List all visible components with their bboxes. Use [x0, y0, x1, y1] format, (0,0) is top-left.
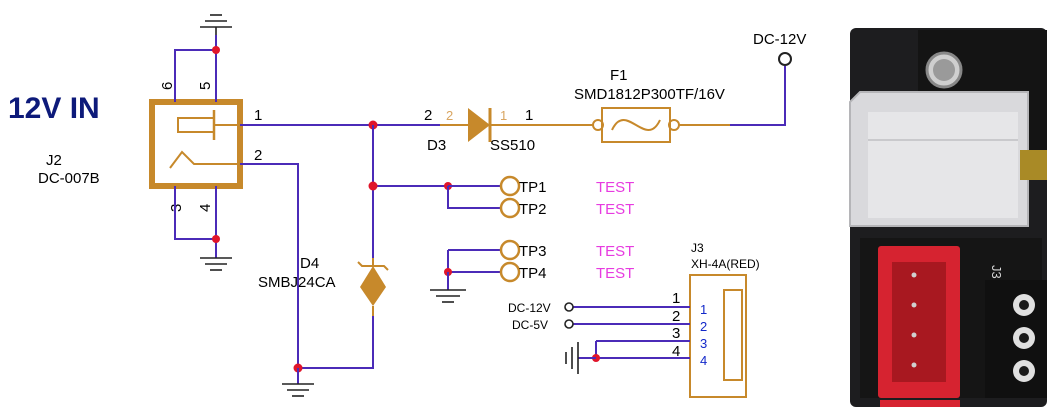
- j3-pin-1: 1: [672, 290, 680, 307]
- ground-symbol-j2: [200, 257, 232, 271]
- ground-symbol-tp: [430, 289, 466, 303]
- tvs-diode-d4: D4 SMBJ24CA: [258, 255, 389, 316]
- junction-dot: [368, 181, 378, 191]
- d3-pin-left-inner: 2: [446, 108, 453, 123]
- j3-inner-4: 4: [700, 353, 707, 368]
- j2-pin-5: 5: [197, 82, 214, 90]
- j3-ref: J3: [691, 241, 704, 255]
- power-port-dc12v-j3: [564, 302, 574, 312]
- tp3-label: TEST: [596, 243, 634, 260]
- tp3-ref: TP3: [519, 243, 547, 260]
- tp2-label: TEST: [596, 201, 634, 218]
- j2-pin-3: 3: [168, 204, 185, 212]
- board-photo: J3: [849, 28, 1047, 407]
- d4-ref: D4: [300, 255, 319, 272]
- j3-pin-2: 2: [672, 308, 680, 325]
- f1-ref: F1: [610, 67, 628, 84]
- title-12v-in: 12V IN: [8, 92, 100, 125]
- tp1-label: TEST: [596, 179, 634, 196]
- j2-pin-1: 1: [254, 107, 262, 124]
- tp4-ref: TP4: [519, 265, 547, 282]
- test-point-tp2: TP2 TEST: [499, 197, 634, 219]
- d3-ref: D3: [427, 137, 446, 154]
- ground-symbol-j3: [565, 342, 579, 374]
- test-point-tp3: TP3 TEST: [499, 239, 634, 261]
- d3-part: SS510: [490, 137, 535, 154]
- test-point-tp4: TP4 TEST: [499, 261, 634, 283]
- photo-silkscreen-j3: J3: [989, 265, 1004, 279]
- net-dc12v-j3: DC-12V: [508, 301, 551, 315]
- connector-j2: J2 DC-007B 1 2 3 4 5 6: [38, 82, 262, 212]
- net-dc12v-top: DC-12V: [753, 31, 806, 48]
- connector-j3: J3 XH-4A(RED) 1 2 3 4 1 2 3 4: [672, 241, 760, 398]
- j2-pin-4: 4: [197, 204, 214, 212]
- junction-dot: [212, 46, 220, 54]
- j3-inner-3: 3: [700, 336, 707, 351]
- diode-d3: 2 2 1 1 D3 SS510: [424, 107, 594, 154]
- j2-part: DC-007B: [38, 170, 100, 187]
- d3-pin-right-inner: 1: [500, 108, 507, 123]
- j2-pin-6: 6: [159, 82, 176, 90]
- d3-pin-left-outer: 2: [424, 107, 432, 124]
- tp2-ref: TP2: [519, 201, 547, 218]
- ground-symbol-top: [200, 14, 232, 35]
- net-dc5v-j3: DC-5V: [512, 318, 548, 332]
- j3-pin-3: 3: [672, 325, 680, 342]
- fuse-f1: F1 SMD1812P300TF/16V: [574, 67, 730, 143]
- test-point-tp1: TP1 TEST: [499, 175, 634, 197]
- j2-pin-2: 2: [254, 147, 262, 164]
- tp1-ref: TP1: [519, 179, 547, 196]
- tp4-label: TEST: [596, 265, 634, 282]
- d4-part: SMBJ24CA: [258, 274, 336, 291]
- d3-pin-right-outer: 1: [525, 107, 533, 124]
- ground-symbol-d4: [282, 383, 314, 397]
- power-port-dc12v: [778, 52, 792, 66]
- f1-part: SMD1812P300TF/16V: [574, 86, 725, 103]
- junction-dot: [212, 235, 220, 243]
- j3-inner-1: 1: [700, 302, 707, 317]
- j3-inner-2: 2: [700, 319, 707, 334]
- power-port-dc5v-j3: [564, 319, 574, 329]
- j3-part: XH-4A(RED): [691, 257, 760, 271]
- j2-ref: J2: [46, 152, 62, 169]
- j3-pin-4: 4: [672, 343, 680, 360]
